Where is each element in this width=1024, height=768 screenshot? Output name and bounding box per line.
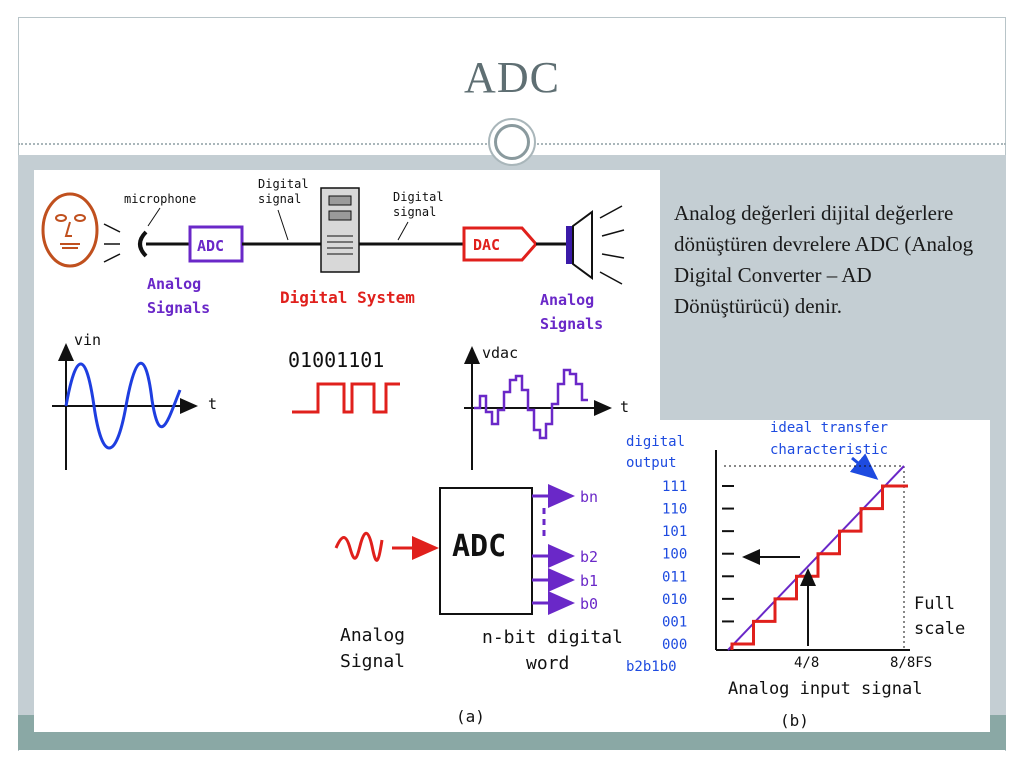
vin-sine-wave xyxy=(64,361,182,450)
vdac-axes xyxy=(464,346,612,470)
code-ticks xyxy=(722,485,734,623)
analog-signal-label-line1: Analog xyxy=(340,625,405,646)
input-analog-wave xyxy=(334,531,384,562)
vin-axes xyxy=(52,343,198,470)
axis-code-label: b2b1b0 xyxy=(626,659,677,675)
vin-label: vin xyxy=(74,331,101,349)
ideal-transfer-label-line1: ideal transfer xyxy=(770,420,888,436)
vdac-t-label: t xyxy=(620,398,629,416)
vdac-staircase-wave xyxy=(474,368,588,440)
speaker-icon xyxy=(566,205,625,285)
ideal-transfer-label-line2: characteristic xyxy=(770,442,888,458)
code-label-000: 000 xyxy=(662,637,687,653)
analog-signals-left-line1: Analog xyxy=(147,275,201,293)
caption-b: (b) xyxy=(780,711,809,730)
ideal-transfer-pointer xyxy=(849,453,879,480)
frame-top xyxy=(18,17,1006,18)
digital-output-label-line2: output xyxy=(626,455,677,471)
digital-signal-label-1-line2: signal xyxy=(258,192,301,206)
code-labels: 111 110 101 100 011 010 001 000 xyxy=(662,479,687,653)
analog-signals-right-line1: Analog xyxy=(540,291,594,309)
computer-tower-icon xyxy=(320,187,360,273)
adc-staircase xyxy=(730,484,908,650)
full-scale-label-line2: scale xyxy=(914,619,965,639)
digital-signal-label-1-line1: Digital xyxy=(258,177,309,191)
microphone-label: microphone xyxy=(124,192,196,206)
analog-signals-left-line2: Signals xyxy=(147,299,210,317)
description-text: Analog değerleri dijital değerlere dönüş… xyxy=(674,201,974,318)
output-b1: b1 xyxy=(580,572,598,590)
circle-ornament-icon xyxy=(488,118,536,166)
full-scale-label-line1: Full xyxy=(914,594,955,614)
analog-input-label: Analog input signal xyxy=(728,679,922,699)
code-label-011: 011 xyxy=(662,569,687,585)
output-bn: bn xyxy=(580,488,598,506)
digital-output-label-line1: digital xyxy=(626,434,685,450)
caption-a: (a) xyxy=(456,707,485,726)
digital-pulse-wave xyxy=(292,382,400,414)
digital-signal-pointer-1 xyxy=(277,209,289,241)
dac-block xyxy=(462,226,538,262)
code-label-111: 111 xyxy=(662,479,687,495)
output-b0: b0 xyxy=(580,595,598,613)
n-bit-word-label-line2: word xyxy=(526,653,569,674)
code-label-101: 101 xyxy=(662,524,687,540)
adc-block-main xyxy=(439,487,533,615)
code-label-100: 100 xyxy=(662,547,687,563)
x-tick-half: 4/8 xyxy=(794,655,819,671)
vin-t-label: t xyxy=(208,395,217,413)
code-label-110: 110 xyxy=(662,502,687,518)
output-b2: b2 xyxy=(580,548,598,566)
analog-signal-label-line2: Signal xyxy=(340,651,405,672)
slide-title: ADC xyxy=(464,53,560,102)
x-tick-full: 8/8FS xyxy=(890,655,932,671)
code-label-001: 001 xyxy=(662,614,687,630)
analog-signals-right-line2: Signals xyxy=(540,315,603,333)
microphone-icon xyxy=(138,207,190,258)
graph-b-axes xyxy=(715,450,910,651)
output-arrows xyxy=(532,484,575,615)
digital-signal-label-2-line2: signal xyxy=(393,205,436,219)
face-icon xyxy=(41,192,99,268)
code-label-010: 010 xyxy=(662,592,687,608)
digital-signal-label-2-line1: Digital xyxy=(393,190,444,204)
adc-label-main: ADC xyxy=(452,529,506,564)
ideal-line xyxy=(727,465,905,651)
bit-string: 01001101 xyxy=(288,348,384,372)
vdac-label: vdac xyxy=(482,344,518,362)
digital-signal-pointer-2 xyxy=(397,221,409,241)
sound-lines-left-icon xyxy=(103,223,121,263)
adc-label-top: ADC xyxy=(197,237,224,255)
dac-label: DAC xyxy=(473,236,500,254)
n-bit-word-label-line1: n-bit digital xyxy=(482,627,623,648)
digital-system-label: Digital System xyxy=(280,288,415,307)
